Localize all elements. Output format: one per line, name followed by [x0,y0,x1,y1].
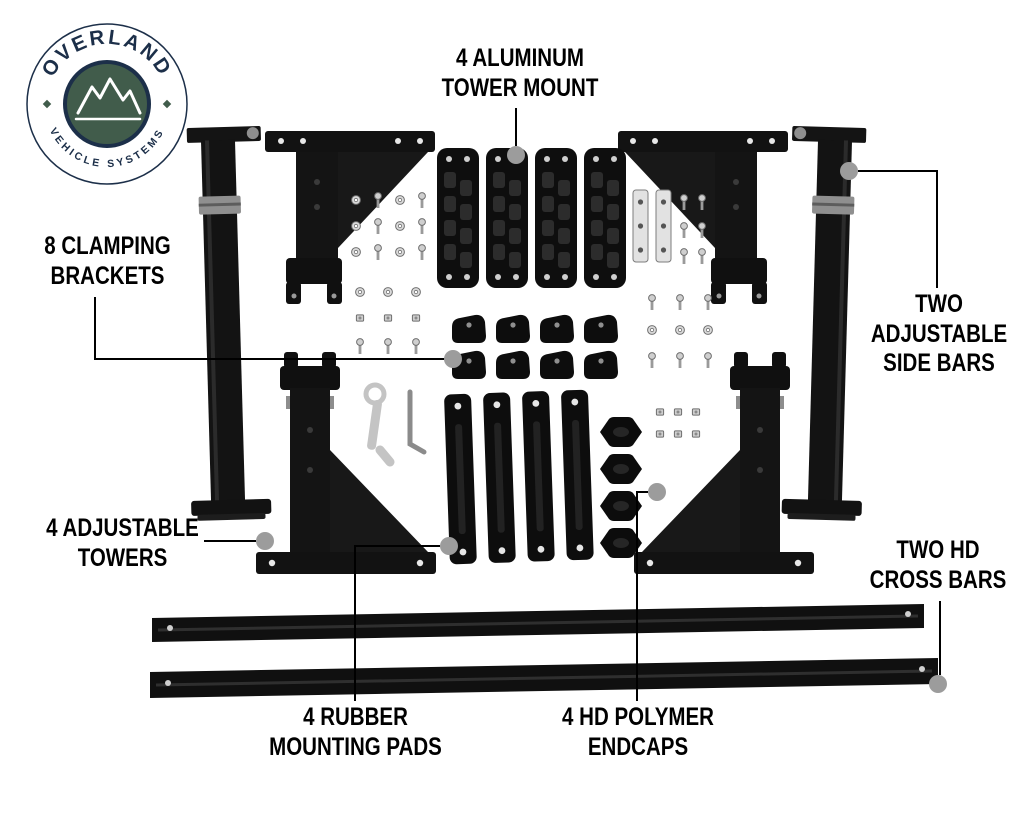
allen-key-icon [407,389,427,455]
adjustable-side-bar-left [180,125,272,522]
adjustable-tower-lower-right [634,352,814,574]
callout-dots [256,146,947,693]
label-adjustable-towers: 4 ADJUSTABLE TOWERS [34,514,210,573]
label-mounting-pads: 4 RUBBER MOUNTING PADS [259,703,452,762]
adjustable-side-bar-right [781,125,873,522]
label-endcaps: 4 HD POLYMER ENDCAPS [540,703,737,762]
hardware-cluster-upper-right [632,189,706,265]
label-line: 4 ALUMINUM [456,44,584,72]
label-tower-mount: 4 ALUMINUM TOWER MOUNT [413,44,626,103]
hardware-cluster-mid-left [355,287,421,355]
hardware-cluster-endcaps [655,408,701,438]
hardware-cluster-mid-right [647,294,713,369]
label-line: BRACKETS [50,261,165,290]
mountain-icon [74,77,142,121]
label-line: TWO [915,290,963,318]
adjustable-tower-upper-left [265,131,435,304]
leader-lines [94,108,941,701]
label-line: MOUNTING PADS [269,732,442,761]
label-line: ADJUSTABLE [870,319,1008,348]
label-line: CROSS BARS [869,565,1007,594]
label-line: TWO HD [896,536,980,564]
label-line: 4 ADJUSTABLE [46,514,199,542]
aluminum-tower-mounts [437,148,626,288]
cross-bar-1 [152,604,924,642]
label-line: TOWER MOUNT [441,73,599,102]
adjustable-tower-lower-left [256,352,436,574]
polymer-endcaps [600,417,642,558]
overland-vehicle-systems-logo: OVERLAND VEHICLE SYSTEMS [26,23,188,185]
label-line: 8 CLAMPING [44,232,171,260]
wrench-icon [363,382,395,467]
label-line: 4 RUBBER [303,703,408,731]
clamping-brackets [452,314,618,379]
label-line: TOWERS [77,543,168,572]
label-line: SIDE BARS [883,349,995,377]
rubber-mounting-pads [443,389,594,565]
label-clamping-brackets: 8 CLAMPING BRACKETS [28,232,188,291]
label-line: ENDCAPS [587,732,689,761]
label-cross-bars: TWO HD CROSS BARS [868,536,1007,595]
label-side-bars: TWO ADJUSTABLE SIDE BARS [870,290,1008,379]
cross-bar-2 [150,658,938,698]
label-line: 4 HD POLYMER [562,703,714,731]
